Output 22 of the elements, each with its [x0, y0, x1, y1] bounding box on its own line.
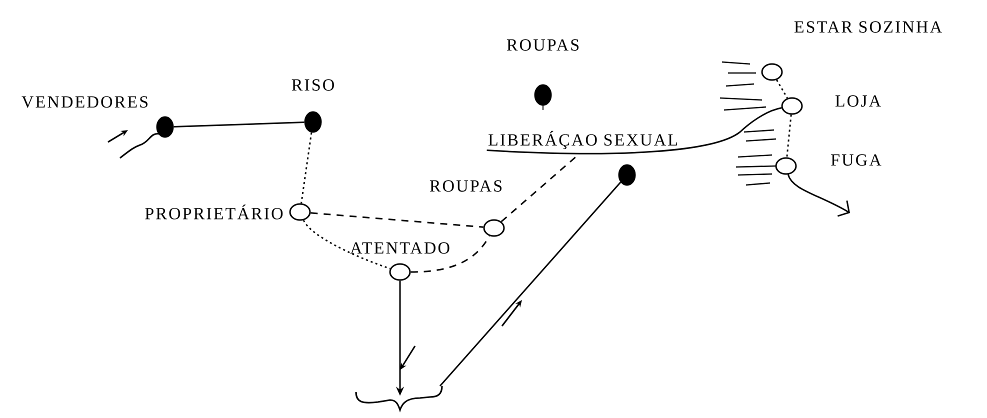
connector: [439, 182, 622, 386]
curly-brace: [355, 386, 443, 411]
connector: [486, 107, 782, 154]
node-label: ROUPAS: [506, 39, 579, 51]
underlined-text: LIBERÁÇAO SEXUAL: [488, 130, 677, 150]
node-label: LOJA: [835, 95, 881, 107]
node-label: ESTAR SOZINHA: [794, 21, 942, 33]
connector: [786, 114, 792, 158]
node-label: RISO: [292, 79, 334, 91]
node-label: PROPRIETÁRIO: [145, 204, 283, 220]
node-label: ROUPAS: [430, 180, 502, 192]
connector: [787, 174, 850, 217]
connector: [300, 132, 312, 204]
connector: [310, 212, 484, 228]
node-label: ATENTADO: [350, 242, 450, 254]
connector: [302, 220, 390, 270]
connector: [410, 236, 490, 273]
filled-dot: [618, 164, 636, 186]
node-label: VENDEDORES: [22, 96, 148, 108]
connector: [776, 80, 788, 98]
node-label: FUGA: [831, 154, 882, 166]
connector: [174, 122, 304, 128]
